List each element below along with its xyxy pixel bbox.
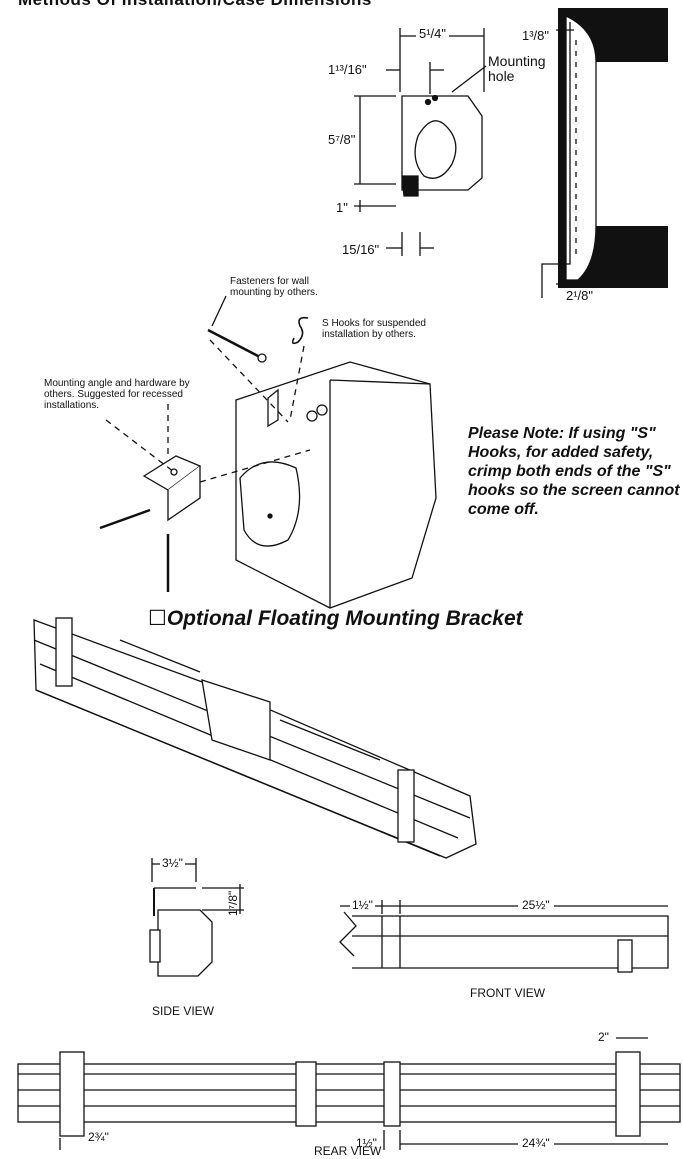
rear-view-left-dim: 2¾": [88, 1130, 109, 1144]
s-hook: [291, 316, 309, 345]
case-perspective: [235, 361, 437, 609]
front-view-caption: FRONT VIEW: [470, 986, 546, 1000]
mounting-hole-label: Mounting hole: [488, 53, 546, 84]
checkbox-icon: ☐: [148, 607, 167, 630]
bracket-heading-text: Optional Floating Mounting Bracket: [166, 607, 523, 630]
mounting-hole-dot: [424, 98, 432, 106]
case-foot: [401, 175, 419, 197]
fasteners-label: Fasteners for wall mounting by others.: [230, 276, 318, 298]
header-fragment: Methods Of Installation/Case Dimensions: [18, 0, 372, 10]
case-section: [401, 95, 483, 191]
recess-top-dim: 1³/8": [522, 28, 550, 43]
side-view-width-dim: 3½": [160, 856, 185, 870]
side-view-caption: SIDE VIEW: [152, 1004, 215, 1018]
recess-bottom-dim: 2¹/8": [566, 288, 594, 303]
case-roller-window: [414, 120, 457, 179]
case-bottom-dim: 1": [336, 200, 348, 215]
s-hooks-label: S Hooks for suspended installation by ot…: [322, 318, 426, 340]
rear-view-right-dim: 2": [598, 1030, 609, 1044]
rear-view-span-dim: 24¾": [518, 1136, 554, 1150]
case-width-dim: 5¹/4": [416, 26, 450, 41]
rear-view-caption: REAR VIEW: [314, 1144, 382, 1158]
case-depth-dim: 1¹³/16": [328, 62, 367, 77]
rear-view-mid-dim: 1½": [356, 1136, 377, 1150]
case-foot-dim: 15/16": [342, 242, 380, 257]
mounting-angle-label: Mounting angle and hardware by others. S…: [44, 378, 190, 411]
safety-note: Please Note: If using "S" Hooks, for add…: [468, 425, 680, 518]
wall-fastener: [207, 328, 259, 358]
front-view-left-dim: 1½": [350, 898, 375, 912]
bracket-heading: ☐Optional Floating Mounting Bracket: [148, 606, 523, 631]
front-view-case: [352, 915, 669, 969]
rear-view-case: [17, 1063, 681, 1123]
front-view-span-dim: 25½": [518, 898, 554, 912]
side-view-case: [157, 909, 213, 977]
case-height-dim: 5⁷/8": [328, 132, 356, 147]
side-view-height-dim: 1⁷/8": [226, 890, 240, 916]
